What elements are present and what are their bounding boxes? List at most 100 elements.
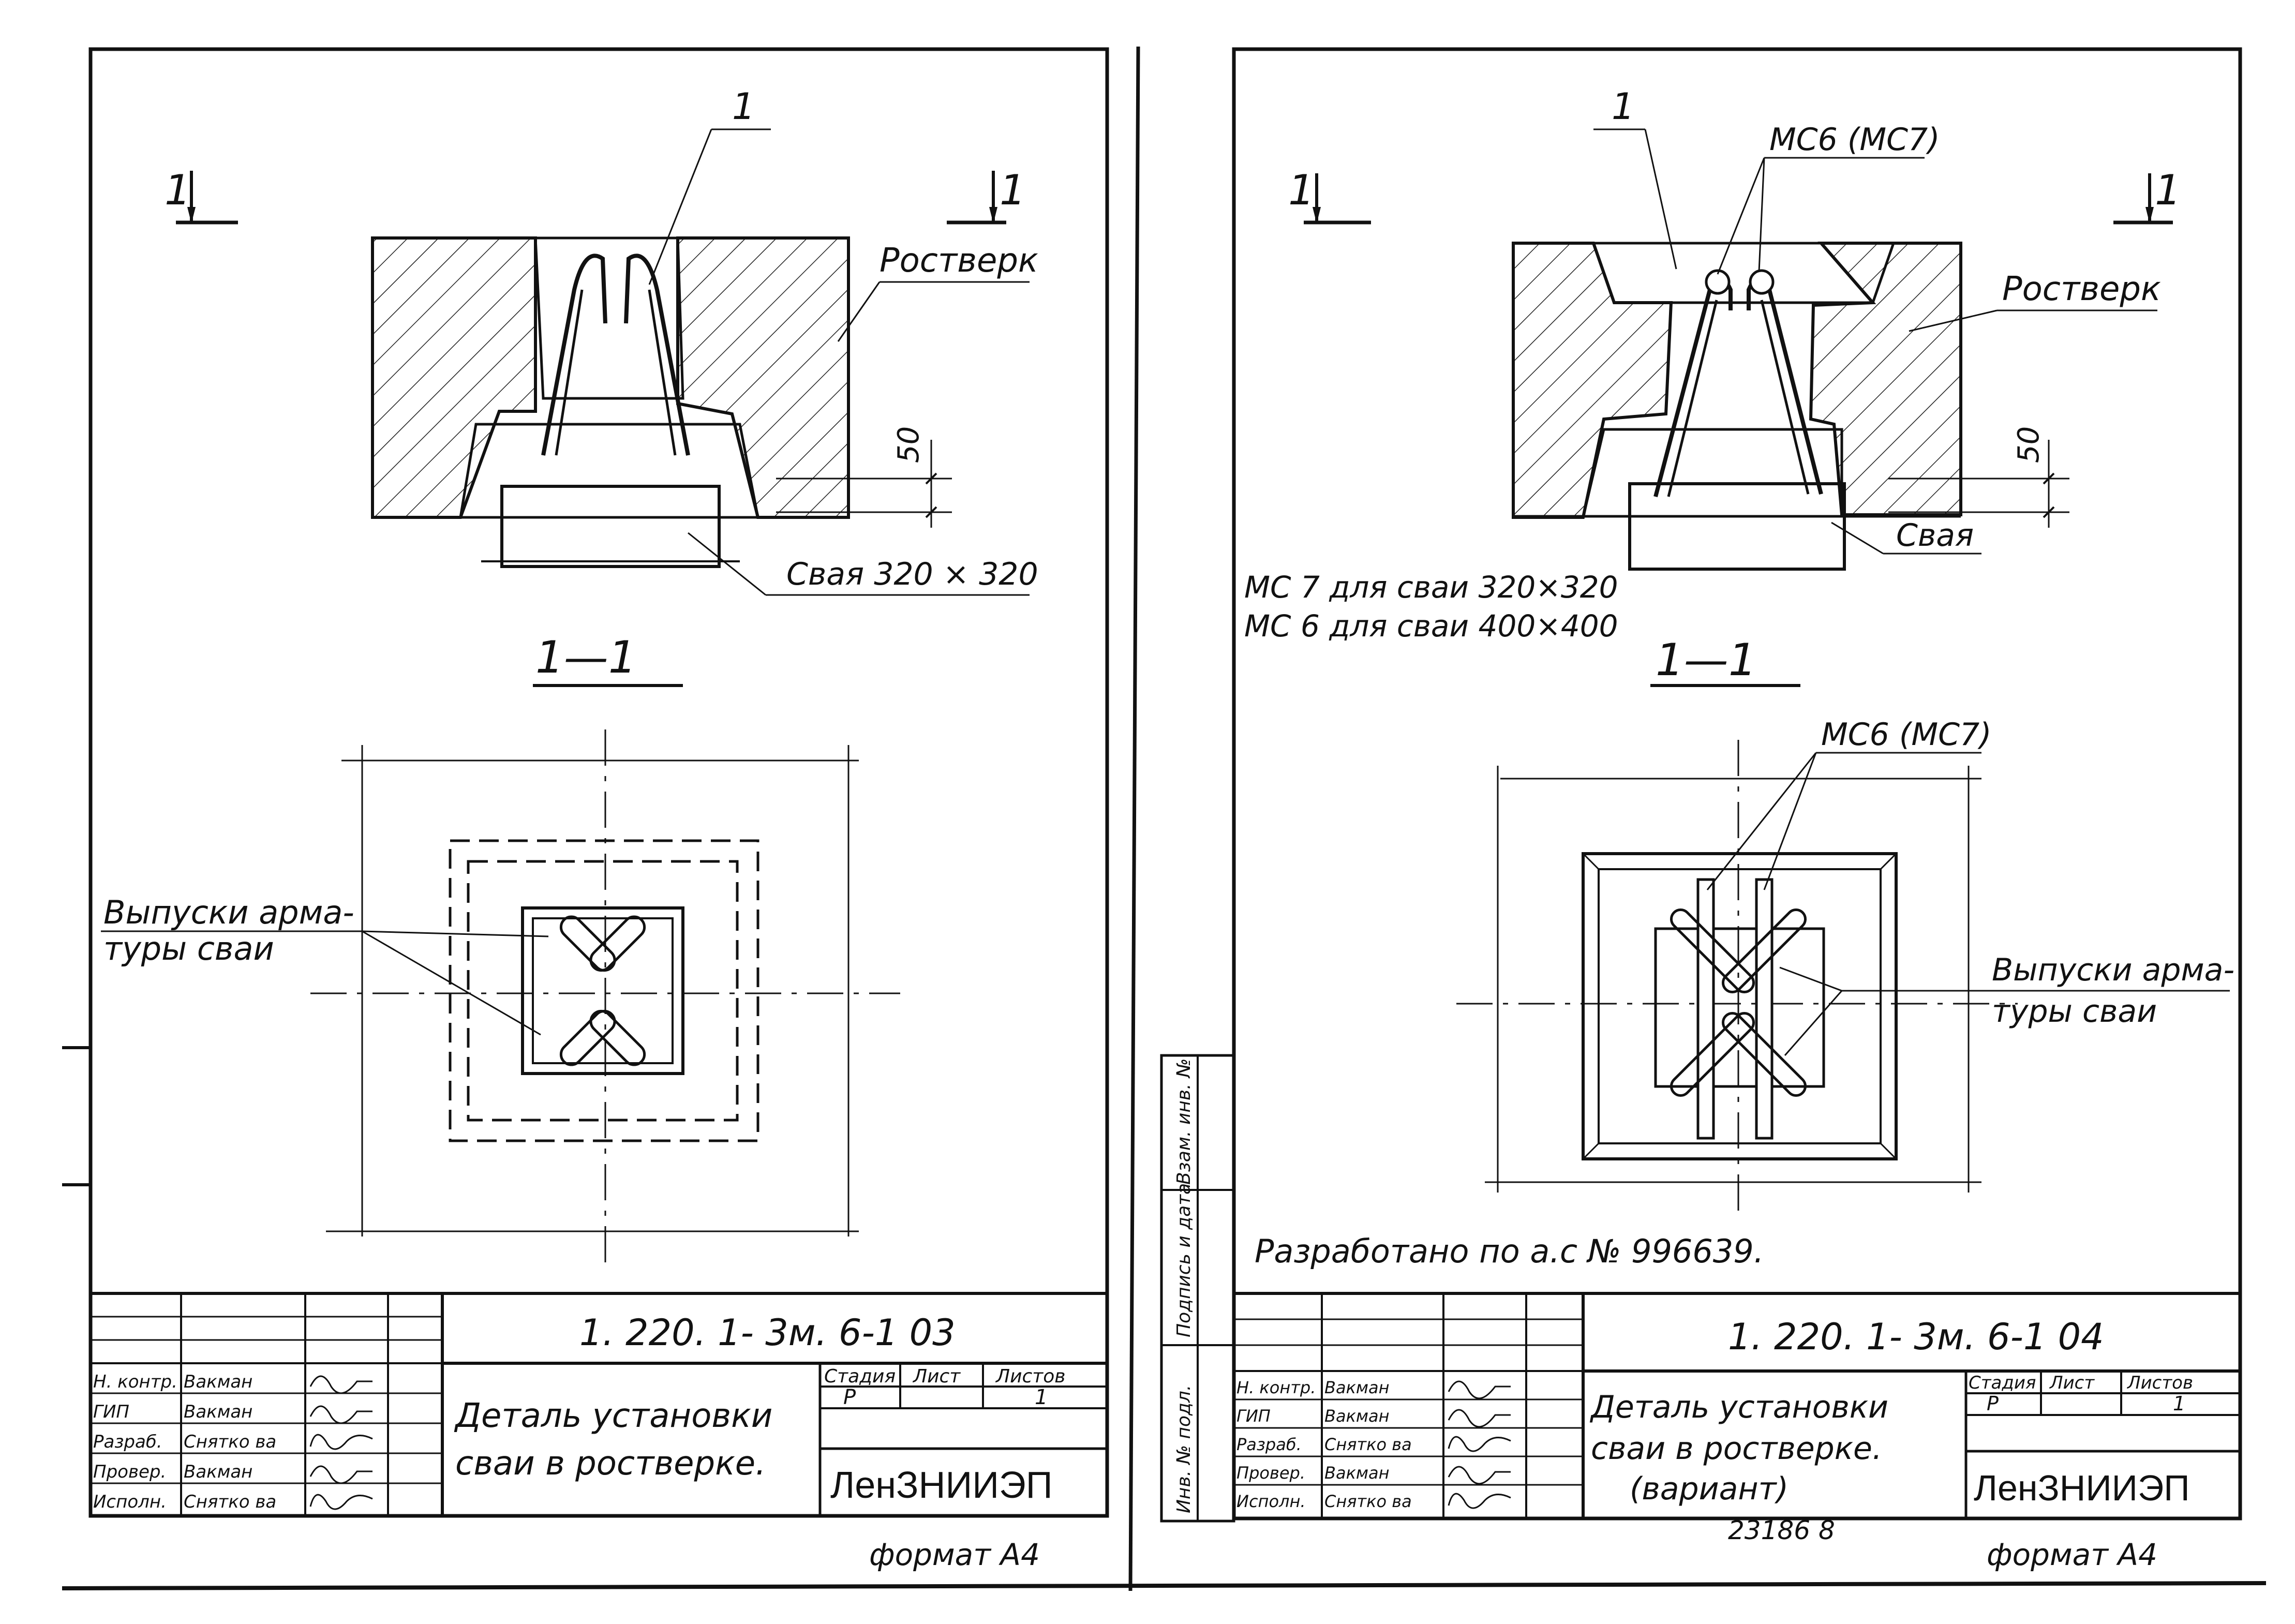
svg-text:Деталь установки: Деталь установки — [454, 1397, 772, 1435]
svg-text:Свая: Свая — [1896, 517, 1974, 554]
sheet-right: Взам. инв. № Подпись и дата Инв. № подл.… — [1160, 47, 2242, 1572]
svg-text:Вакман: Вакман — [184, 1462, 252, 1482]
bottom-trim-line — [62, 1581, 2267, 1590]
section-mark-right-a: 1 — [1288, 166, 1371, 225]
svg-text:Р: Р — [843, 1385, 856, 1409]
developed-note: Разработано по а.с № 996639. — [1255, 1232, 1764, 1270]
svg-text:50: 50 — [892, 426, 926, 463]
signatures-left — [309, 1375, 373, 1510]
callout-item-1-left: 1 — [648, 85, 771, 285]
section-title-right: 1—1 — [1650, 634, 1800, 687]
svg-text:Взам. инв. №: Взам. инв. № — [1173, 1059, 1195, 1185]
side-stamp: Взам. инв. № Подпись и дата Инв. № подл. — [1160, 1054, 1235, 1523]
callout-item-1-right: 1 — [1593, 85, 1677, 270]
section-mark-left-a: 1 — [165, 166, 238, 225]
svg-text:50: 50 — [2012, 426, 2046, 463]
callout-rebar-outlets-right: Выпуски арма- туры сваи — [1779, 952, 2234, 1056]
svg-text:1: 1 — [165, 166, 191, 214]
svg-text:МС6 (МС7): МС6 (МС7) — [1769, 122, 1940, 158]
svg-text:Р: Р — [1987, 1392, 1999, 1415]
svg-text:1: 1 — [1612, 85, 1635, 128]
center-fold-line — [1128, 46, 1140, 1591]
svg-text:МС6 (МС7): МС6 (МС7) — [1821, 717, 1992, 753]
svg-text:Снятко ва: Снятко ва — [184, 1432, 276, 1452]
svg-text:Провер.: Провер. — [1236, 1463, 1305, 1483]
svg-text:Н. контр.: Н. контр. — [1236, 1378, 1316, 1397]
svg-text:Исполн.: Исполн. — [93, 1492, 167, 1512]
callout-mark-plan-right: МС6 (МС7) — [1706, 717, 1992, 890]
callout-pile-left: Свая 320 × 320 — [688, 532, 1038, 596]
section-view-right — [1512, 242, 1962, 571]
svg-text:1: 1 — [1288, 166, 1315, 214]
svg-text:Свая 320 × 320: Свая 320 × 320 — [786, 556, 1038, 592]
svg-text:сваи в ростверке.: сваи в ростверке. — [1591, 1431, 1882, 1467]
svg-text:Вакман: Вакман — [1324, 1378, 1390, 1397]
callout-grillage-right: Ростверк — [1909, 270, 2161, 332]
svg-text:Листов: Листов — [995, 1366, 1065, 1387]
svg-text:1—1: 1—1 — [1656, 634, 1756, 686]
svg-text:Вакман: Вакман — [1324, 1406, 1390, 1426]
svg-text:Снятко ва: Снятко ва — [1324, 1435, 1412, 1454]
svg-text:1: 1 — [2155, 166, 2181, 214]
svg-text:Разраб.: Разраб. — [1236, 1435, 1302, 1454]
svg-text:1: 1 — [1000, 166, 1026, 214]
svg-text:Стадия: Стадия — [1969, 1373, 2036, 1393]
svg-text:ГИП: ГИП — [93, 1402, 129, 1422]
svg-text:Выпуски арма-: Выпуски арма- — [1992, 952, 2234, 988]
svg-text:Вакман: Вакман — [184, 1372, 252, 1392]
svg-text:Ростверк: Ростверк — [880, 242, 1038, 280]
format-label-left: формат А4 — [869, 1537, 1040, 1572]
title-block-left: 1. 220. 1- 3м. 6-1 03 Деталь установки с… — [89, 1292, 1109, 1517]
svg-text:Н. контр.: Н. контр. — [93, 1372, 177, 1392]
svg-text:туры сваи: туры сваи — [1992, 993, 2157, 1030]
svg-text:Исполн.: Исполн. — [1236, 1492, 1306, 1511]
note-mc6: МС 6 для сваи 400×400 — [1244, 608, 1618, 644]
svg-text:Ростверк: Ростверк — [2002, 270, 2161, 308]
sheet-left: 1 1 — [62, 47, 1109, 1572]
svg-text:Деталь установки: Деталь установки — [1589, 1389, 1888, 1425]
svg-text:Разраб.: Разраб. — [93, 1432, 162, 1452]
svg-text:Снятко ва: Снятко ва — [184, 1492, 276, 1512]
organization-right: ЛенЗНИИЭП — [1974, 1468, 2190, 1508]
pile-top-right — [1628, 482, 1846, 571]
archive-number: 23186 8 — [1728, 1515, 1835, 1545]
plan-view-left — [310, 729, 900, 1262]
section-mark-right-b: 1 — [2113, 166, 2181, 225]
svg-text:Листов: Листов — [2126, 1373, 2193, 1393]
svg-text:Выпуски арма-: Выпуски арма- — [103, 893, 354, 931]
svg-text:1: 1 — [2173, 1392, 2185, 1415]
svg-text:1: 1 — [1035, 1385, 1048, 1409]
sheet-right-frame — [1232, 47, 2242, 1521]
callout-grillage-left: Ростверк — [837, 242, 1038, 342]
svg-text:Лист: Лист — [2049, 1373, 2095, 1393]
section-mark-left-b: 1 — [947, 166, 1026, 225]
svg-text:Снятко ва: Снятко ва — [1324, 1492, 1412, 1511]
drawing-code-right: 1. 220. 1- 3м. 6-1 04 — [1728, 1316, 2104, 1358]
pile-top — [500, 485, 721, 568]
dimension-50-left: 50 — [776, 426, 952, 528]
callout-pile-right: Свая — [1831, 517, 1981, 555]
drawing-code-left: 1. 220. 1- 3м. 6-1 03 — [579, 1312, 956, 1354]
note-mc7: МС 7 для сваи 320×320 — [1244, 570, 1618, 605]
signatures-right — [1448, 1380, 1511, 1509]
section-title-left: 1—1 — [533, 632, 683, 687]
svg-text:сваи в ростверке.: сваи в ростверке. — [455, 1444, 766, 1483]
dimension-50-right: 50 — [1888, 426, 2069, 528]
svg-text:(вариант): (вариант) — [1630, 1471, 1789, 1507]
svg-text:туры сваи: туры сваи — [103, 930, 274, 967]
svg-text:Провер.: Провер. — [93, 1462, 166, 1482]
plan-view-right — [1456, 740, 2018, 1221]
svg-text:Стадия: Стадия — [824, 1366, 896, 1387]
svg-text:1: 1 — [732, 85, 755, 128]
title-block-right: 1. 220. 1- 3м. 6-1 04 Деталь установки с… — [1232, 1292, 2242, 1520]
format-label-right: формат А4 — [1987, 1537, 2157, 1572]
svg-text:Вакман: Вакман — [184, 1402, 252, 1422]
svg-text:Лист: Лист — [912, 1366, 961, 1387]
callout-rebar-outlets-left: Выпуски арма- туры сваи — [101, 893, 549, 1036]
svg-text:1—1: 1—1 — [535, 632, 636, 683]
svg-text:Вакман: Вакман — [1324, 1463, 1390, 1483]
svg-text:Подпись и дата: Подпись и дата — [1173, 1183, 1195, 1337]
organization-left: ЛенЗНИИЭП — [830, 1465, 1053, 1506]
svg-text:Инв. № подл.: Инв. № подл. — [1173, 1385, 1195, 1513]
